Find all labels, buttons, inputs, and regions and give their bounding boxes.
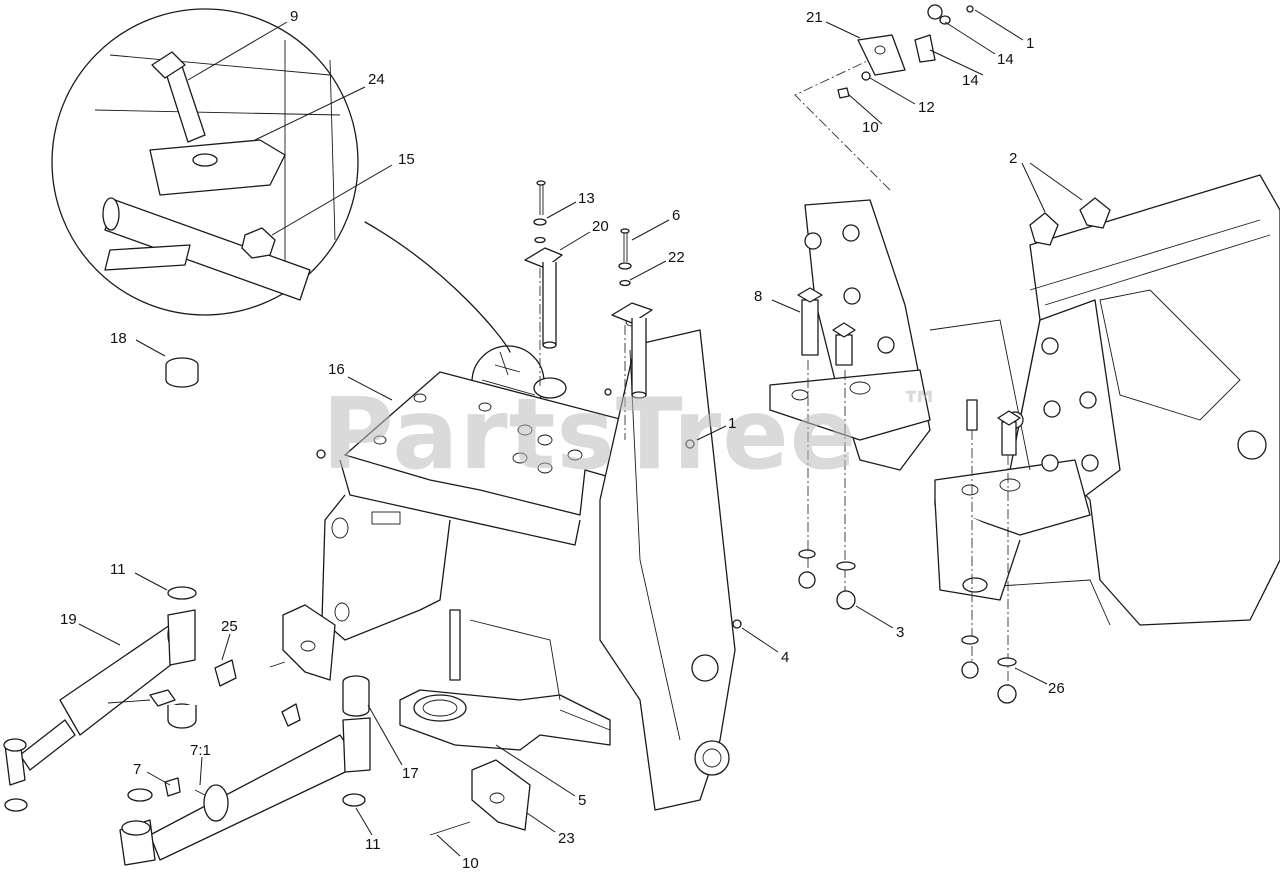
frame-nuts	[804, 224, 1099, 472]
callout-13: 13	[578, 190, 595, 207]
callout-10: 10	[462, 855, 479, 872]
callout-6: 6	[672, 207, 680, 224]
watermark-text: PartsTree	[322, 378, 857, 492]
callout-4: 4	[781, 649, 789, 666]
callout-16: 16	[328, 361, 345, 378]
cylinder-lower	[119, 675, 371, 866]
callout-1: 1	[728, 415, 736, 432]
callout-7: 7	[133, 761, 141, 778]
callout-19: 19	[60, 611, 77, 628]
callout-2: 2	[1009, 150, 1017, 167]
callout-17: 17	[402, 765, 419, 782]
callout-7-1: 7:1	[190, 742, 211, 759]
right-frame	[769, 4, 1280, 704]
callout-9: 9	[290, 8, 298, 25]
callout-3: 3	[896, 624, 904, 641]
watermark: PartsTree ™	[322, 378, 941, 492]
pivot-pins	[524, 180, 653, 440]
callout-5: 5	[578, 792, 586, 809]
callout-14: 14	[997, 51, 1014, 68]
main-frame	[316, 317, 742, 811]
callout-15: 15	[398, 151, 415, 168]
callout-24: 24	[368, 71, 385, 88]
callout-20: 20	[592, 218, 609, 235]
watermark-mark: ™	[900, 384, 941, 430]
bumpers	[269, 604, 531, 836]
callout-22: 22	[668, 249, 685, 266]
callout-14b: 14	[962, 72, 979, 89]
callout-23: 23	[558, 830, 575, 847]
callout-12: 12	[918, 99, 935, 116]
callout-11: 11	[110, 561, 126, 578]
callout-8: 8	[754, 288, 762, 305]
callout-26: 26	[1048, 680, 1065, 697]
cylinder-upper	[3, 357, 237, 812]
callout-11b: 11	[365, 836, 381, 853]
top-plate-holes	[373, 317, 639, 474]
detail-view	[51, 8, 511, 353]
callout-1b: 1	[1026, 35, 1034, 52]
leader-lines	[78, 9, 1083, 857]
callout-25: 25	[221, 618, 238, 635]
callout-10b: 10	[862, 119, 879, 136]
callout-18: 18	[110, 330, 127, 347]
callout-labels: 9 24 15 13 20 6 22 16 1 18 11 19 25 7 7:…	[60, 8, 1065, 872]
callout-21: 21	[806, 9, 823, 26]
